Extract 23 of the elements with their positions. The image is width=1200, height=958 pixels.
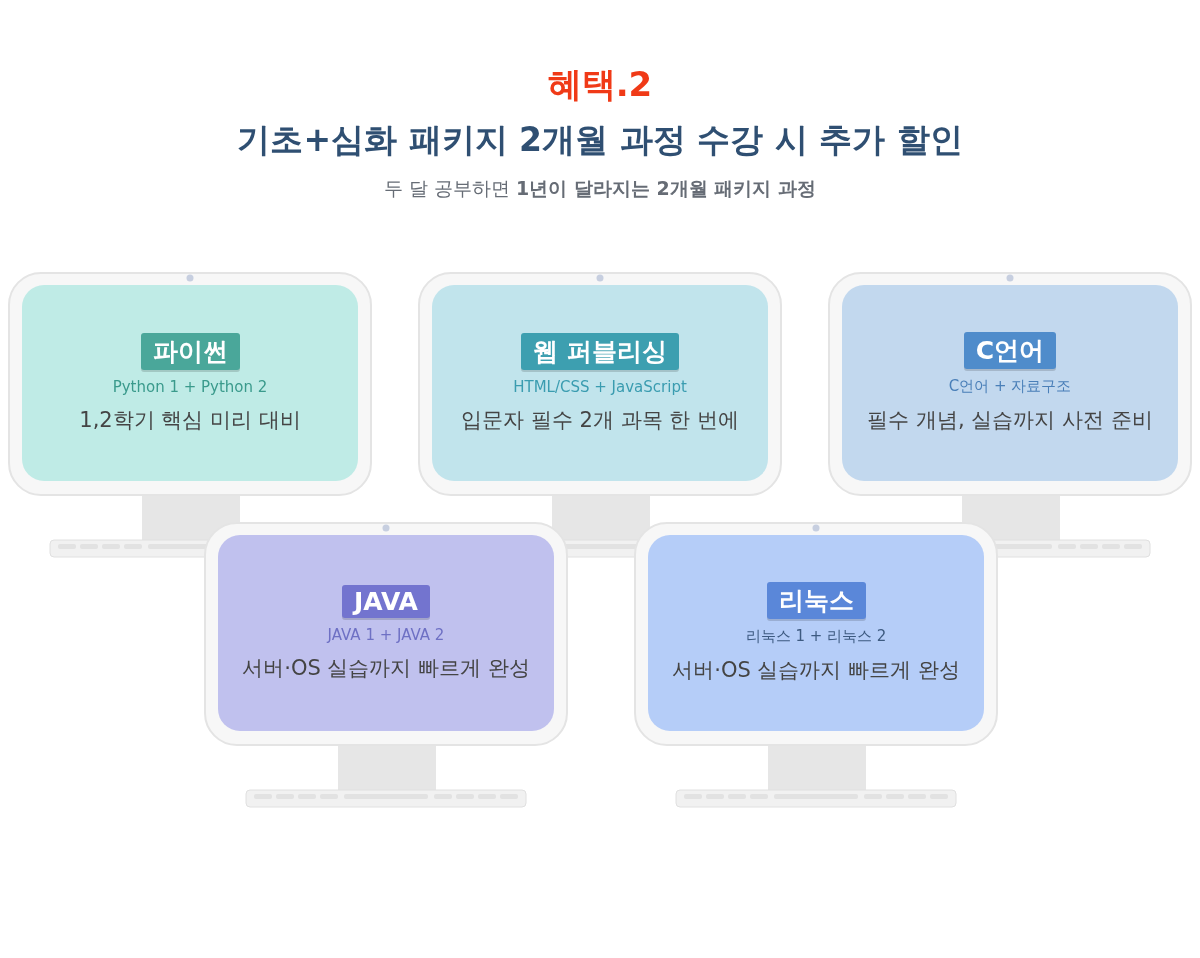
course-subtitle: C언어 + 자료구조: [948, 377, 1072, 396]
course-description: 서버·OS 실습까지 빠르게 완성: [242, 654, 530, 682]
monitor-screen: [22, 285, 358, 481]
course-tag: 리눅스: [766, 582, 866, 619]
course-tag: 파이썬: [140, 332, 240, 370]
benefit-heading: 혜택.2: [546, 63, 654, 106]
course-subtitle: HTML/CSS + JavaScript: [513, 377, 687, 396]
course-subtitle: Python 1 + Python 2: [112, 377, 268, 396]
title: 기초+심화 패키지 2개월 과정 수강 시 추가 할인: [236, 119, 964, 161]
monitor-screen: [648, 535, 984, 731]
course-description: 1,2학기 핵심 미리 대비: [79, 406, 301, 434]
course-tag: C언어: [963, 332, 1057, 369]
course-tag: JAVA: [342, 584, 430, 618]
monitor-screen: [432, 285, 768, 481]
course-subtitle: 리눅스 1 + 리눅스 2: [745, 627, 887, 646]
subtitle: 두 달 공부하면 1년이 달라지는 2개월 패키지 과정: [383, 176, 817, 201]
course-description: 서버·OS 실습까지 빠르게 완성: [672, 657, 960, 684]
monitor-screen: [218, 535, 554, 731]
monitor-screen: [842, 285, 1178, 481]
course-tag: 웹 퍼블리싱: [521, 332, 679, 370]
course-subtitle: JAVA 1 + JAVA 2: [327, 625, 445, 644]
course-description: 입문자 필수 2개 과목 한 번에: [461, 406, 739, 434]
course-description: 필수 개념, 실습까지 사전 준비: [867, 407, 1153, 434]
